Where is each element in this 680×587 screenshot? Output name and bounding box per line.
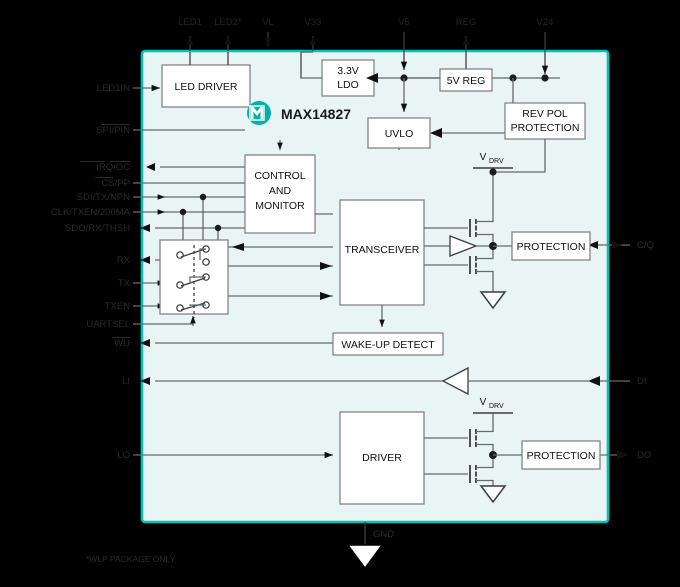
block-protection-do[interactable]: PROTECTION xyxy=(521,440,601,470)
vdrv-top-base: V xyxy=(480,152,487,163)
block-uvlo-label: UVLO xyxy=(385,128,414,140)
gnd-pin-label: GND xyxy=(373,529,394,540)
mosfet-lowside-do xyxy=(424,455,494,486)
block-driver-label: DRIVER xyxy=(362,452,402,464)
left-pin-spi-pin: SPI/PIN xyxy=(96,124,130,136)
block-ldo-line2: LDO xyxy=(337,79,359,91)
block-led-driver-label: LED DRIVER xyxy=(174,81,237,93)
left-pin-uartsel-label: UARTSEL xyxy=(86,319,130,330)
left-pin-wu: WU xyxy=(112,337,130,349)
top-pin-v33-label: V33 xyxy=(305,17,322,28)
block-wake-up-detect[interactable]: WAKE-UP DETECT xyxy=(332,332,444,356)
block-rev-pol-line2: PROTECTION xyxy=(511,122,580,134)
block-driver[interactable]: DRIVER xyxy=(339,411,425,505)
part-number-label: MAX14827 xyxy=(281,106,351,122)
junction-v24 xyxy=(541,74,549,82)
ground-driver xyxy=(479,485,507,504)
gnd-pin-group: GND xyxy=(346,522,394,570)
left-pin-wu-label: WU xyxy=(114,338,130,349)
ground-transceiver xyxy=(479,291,507,310)
left-pin-sdo-label: SDO/RX/THSH xyxy=(65,223,130,234)
right-pin-cq-label: C/Q xyxy=(637,240,654,251)
mosfet-lowside-cq xyxy=(424,246,494,292)
left-pin-clk-label: CLK/TXEN/200MA xyxy=(51,207,131,218)
left-pin-sdi-label: SDI/TX/NPN xyxy=(77,192,130,203)
rail-vdrv-top: V DRV xyxy=(473,152,513,222)
footnote-label: *WLP PACKAGE ONLY xyxy=(86,554,176,564)
block-led-driver[interactable]: LED DRIVER xyxy=(161,64,251,108)
block-rev-pol-line1: REV POL xyxy=(522,108,568,120)
top-pin-v24-label: V24 xyxy=(537,17,554,28)
left-pin-irq-oc: IRQ/OC xyxy=(80,161,130,173)
top-pin-reg-label: REG xyxy=(456,17,477,28)
mosfet-highside-cq xyxy=(424,219,494,245)
maxim-logo xyxy=(247,101,271,125)
right-pins-group: C/Q DI DO xyxy=(588,240,654,461)
block-control-monitor[interactable]: CONTROL AND MONITOR xyxy=(244,154,316,234)
buffer-li-di xyxy=(441,366,590,396)
switch-matrix[interactable] xyxy=(159,239,229,318)
block-transceiver-label: TRANSCEIVER xyxy=(345,244,420,256)
block-transceiver[interactable]: TRANSCEIVER xyxy=(339,199,425,306)
rail-vdrv-bottom: V DRV xyxy=(473,397,513,432)
right-pin-di-label: DI xyxy=(637,376,647,387)
right-pin-do-label: DO xyxy=(637,450,651,461)
left-pin-led1in-label: LED1IN xyxy=(97,83,130,94)
left-pin-rx-label: RX xyxy=(117,255,131,266)
top-pin-v5-label: V5 xyxy=(398,17,410,28)
block-ldo[interactable]: 3.3V LDO xyxy=(321,59,375,97)
vdrv-top-sub: DRV xyxy=(489,158,504,165)
block-5v-reg[interactable]: 5V REG xyxy=(439,68,493,92)
left-pin-spipin-label: SPI/PIN xyxy=(96,125,130,136)
left-pin-txen-label: TXEN xyxy=(105,301,130,312)
top-pins-group: LED1 LED2* VL V33 V5 REG V24 xyxy=(178,17,554,75)
block-protection-cq[interactable]: PROTECTION xyxy=(511,231,591,261)
top-pin-led1-label: LED1 xyxy=(178,17,202,28)
receiver-buffer-cq xyxy=(424,235,493,257)
left-pin-cspp-label: CS/PP xyxy=(101,178,130,189)
block-uvlo[interactable]: UVLO xyxy=(367,117,431,149)
block-cm-line2: AND xyxy=(269,185,292,197)
left-pin-cs-pp: CS/PP xyxy=(95,177,130,189)
block-protection-do-label: PROTECTION xyxy=(527,450,596,462)
block-wake-up-detect-label: WAKE-UP DETECT xyxy=(341,339,435,351)
top-pin-led1: LED1 xyxy=(178,17,202,28)
block-rev-pol-protection[interactable]: REV POL PROTECTION xyxy=(504,102,586,140)
junction-vdrv-top xyxy=(489,168,497,176)
block-ldo-line1: 3.3V xyxy=(337,65,359,77)
left-pin-lo-label: LO xyxy=(117,450,130,461)
vdrv-bottom-sub: DRV xyxy=(489,403,504,410)
left-pin-irqoc-label: IRQ/OC xyxy=(96,162,130,173)
left-pin-tx-label: TX xyxy=(118,278,131,289)
vdrv-bottom-base: V xyxy=(480,397,487,408)
top-pin-led2-label: LED2* xyxy=(214,17,242,28)
block-protection-cq-label: PROTECTION xyxy=(517,241,586,253)
top-pin-vl-label: VL xyxy=(262,17,274,28)
block-5v-reg-label: 5V REG xyxy=(447,75,486,87)
block-cm-line1: CONTROL xyxy=(254,170,305,182)
block-cm-line3: MONITOR xyxy=(255,200,305,212)
left-pin-li-label: LI xyxy=(122,376,130,387)
